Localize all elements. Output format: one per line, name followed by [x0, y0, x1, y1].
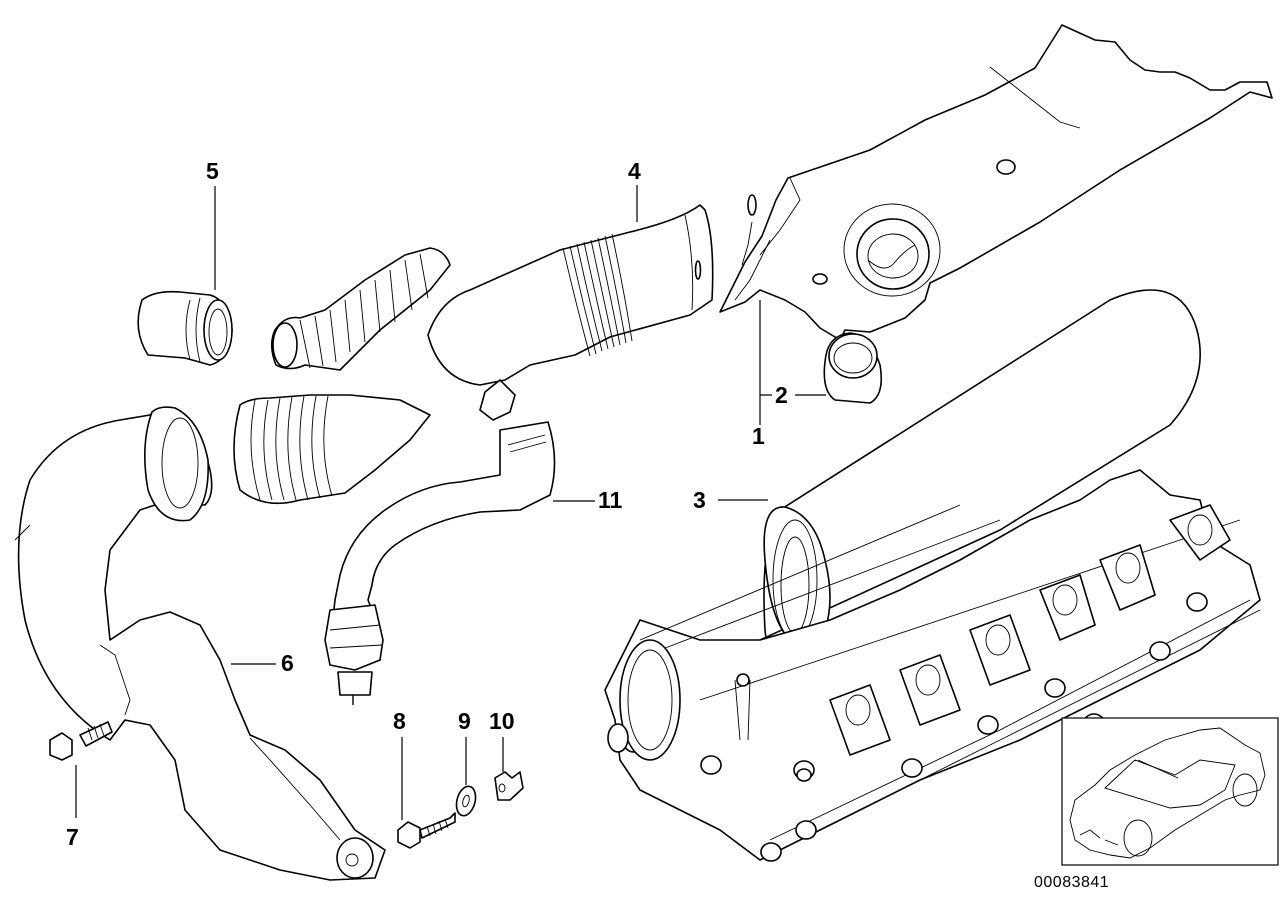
lower-bellows[interactable] [233, 394, 431, 505]
part-7-hex-bolt[interactable] [49, 721, 113, 761]
callout-8[interactable]: 8 [393, 708, 406, 734]
part-2-grommet[interactable] [823, 332, 883, 404]
part-6-air-duct[interactable] [14, 406, 386, 881]
duct-port [479, 379, 516, 421]
bolt-bosses [623, 592, 1208, 862]
injector-ports [829, 504, 1231, 756]
callout-11[interactable]: 11 [598, 487, 623, 513]
part-1-engine-cover[interactable] [719, 24, 1273, 341]
callout-7[interactable]: 7 [66, 824, 79, 850]
part-8-tapping-screw[interactable] [397, 812, 456, 849]
bellows-ribs [562, 233, 633, 357]
cover-bolt-hole [996, 159, 1016, 175]
callout-9[interactable]: 9 [458, 708, 471, 734]
vehicle-thumbnail [1061, 717, 1279, 866]
callout-10[interactable]: 10 [489, 708, 515, 734]
callout-6[interactable]: 6 [281, 650, 294, 676]
diagram-number: 00083841 [1034, 874, 1110, 891]
leader-lines [75, 185, 826, 820]
car-outline-icon [1069, 727, 1266, 859]
cylinder-head-cover [604, 469, 1261, 862]
part-10-nut-clip[interactable] [494, 771, 524, 801]
part-4-intake-duct[interactable] [427, 204, 714, 421]
callout-1[interactable]: 1 [752, 423, 765, 449]
corrugated-hose[interactable] [270, 247, 451, 371]
callout-2[interactable]: 2 [775, 382, 788, 408]
callout-3[interactable]: 3 [693, 487, 706, 513]
part-5-connector[interactable] [137, 290, 233, 366]
part-11-vent-hose[interactable] [324, 421, 556, 705]
part-9-washer[interactable] [453, 784, 478, 818]
callout-4[interactable]: 4 [628, 158, 641, 184]
callout-5[interactable]: 5 [206, 158, 219, 184]
duct-mount-bushing [336, 837, 374, 879]
